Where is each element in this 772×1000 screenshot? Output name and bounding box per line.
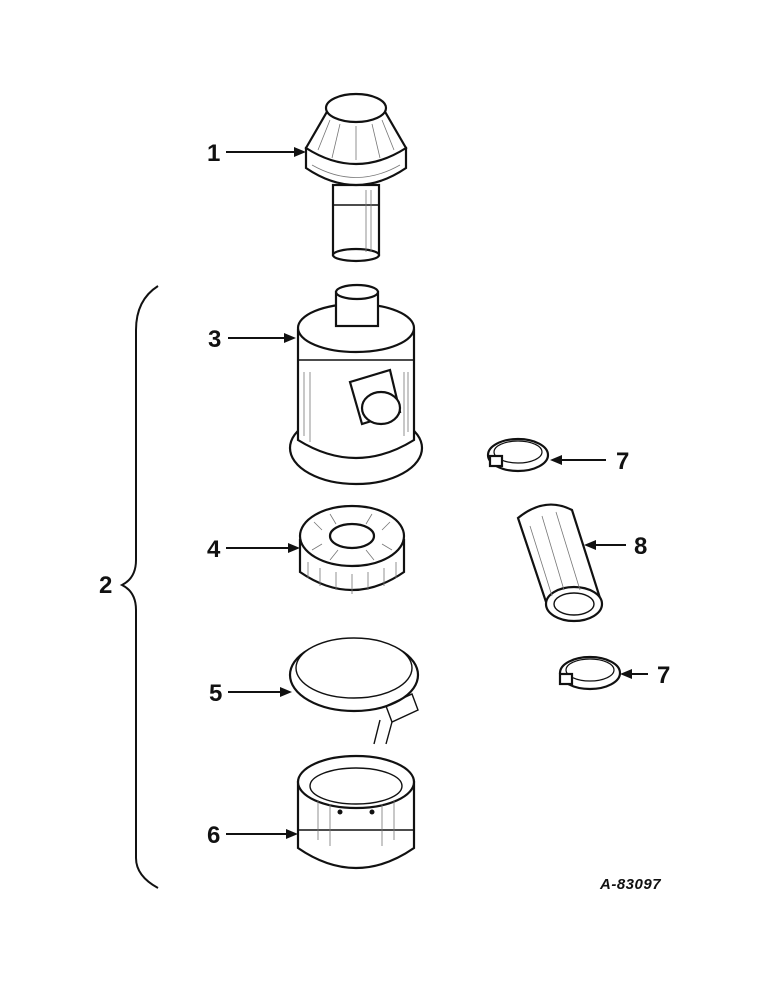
callout-4: 4: [207, 536, 221, 563]
assembly-bracket: [119, 285, 159, 889]
hose-clamp-icon: [486, 437, 550, 473]
callout-5: 5: [209, 680, 222, 707]
filter-element-icon: [298, 504, 406, 594]
hose-icon: [516, 503, 604, 623]
callout-1: 1: [207, 140, 220, 167]
clamp-ring-icon: [288, 637, 420, 745]
hose-clamp-icon: [558, 655, 622, 691]
leader-lines: [226, 147, 648, 839]
oil-cup-icon: [296, 754, 416, 870]
callout-8: 8: [634, 533, 647, 560]
precleaner-cap-icon: [304, 92, 408, 263]
callout-2: 2: [99, 572, 112, 599]
callout-7-lower: 7: [657, 662, 670, 689]
callout-7-upper: 7: [616, 448, 629, 475]
callout-3: 3: [208, 326, 221, 353]
callout-6: 6: [207, 822, 220, 849]
drawing-reference-number: A-83097: [599, 876, 661, 893]
air-cleaner-body-icon: [288, 283, 424, 486]
